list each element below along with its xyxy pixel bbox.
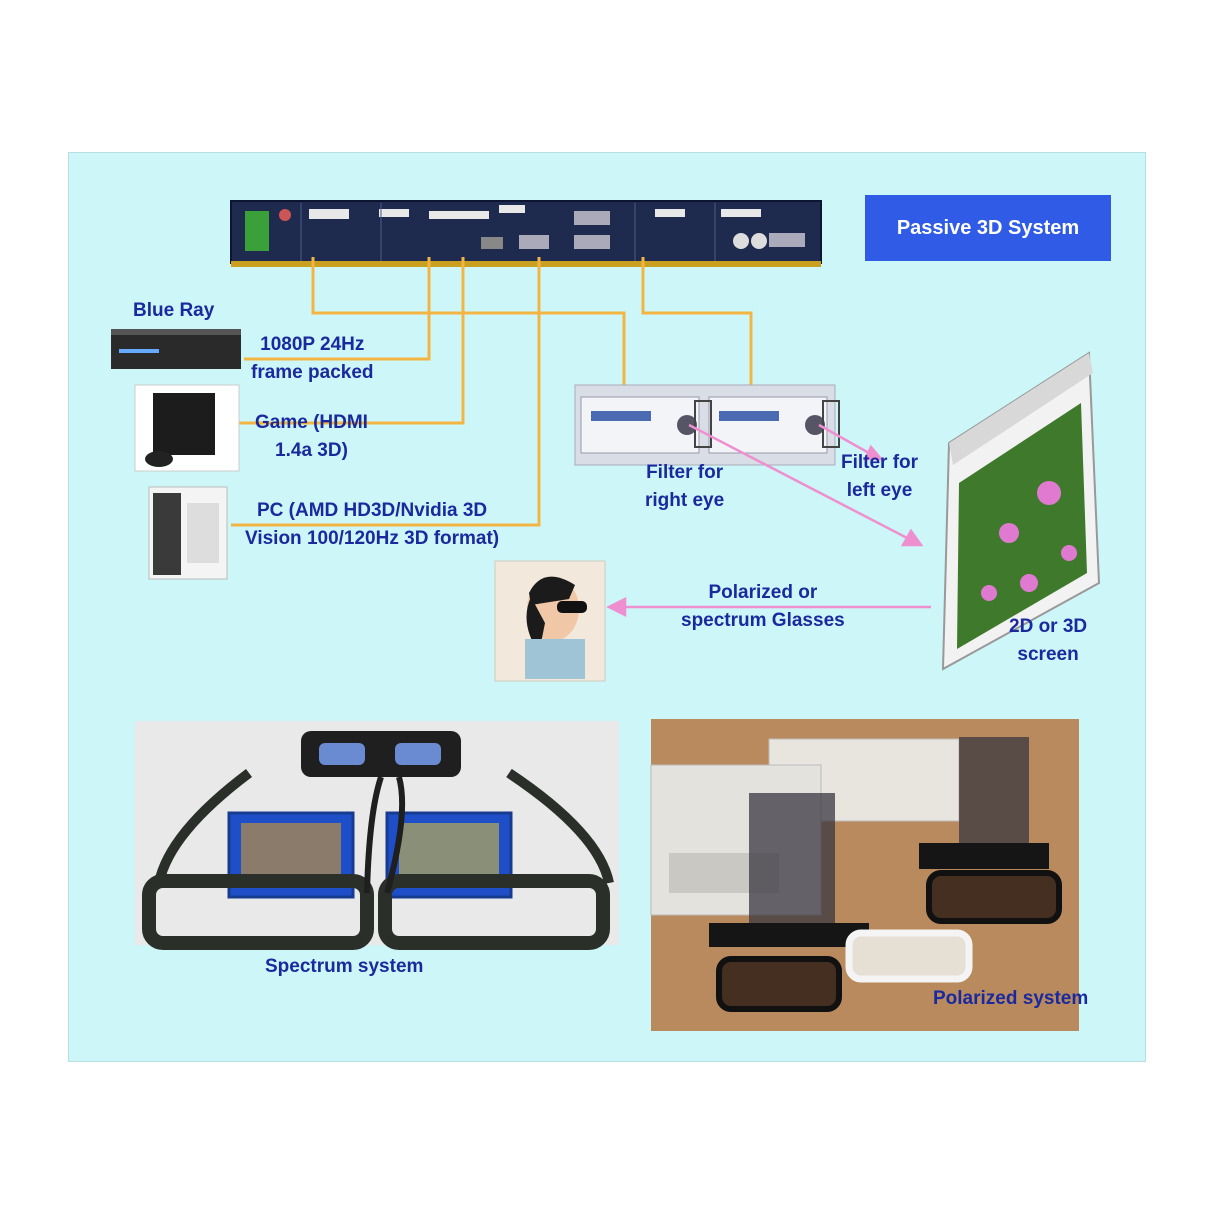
glasses-label: Polarized or spectrum Glasses (681, 582, 845, 631)
blue-ray-label: Blue Ray (133, 300, 215, 321)
pc-tower (148, 486, 228, 580)
diagram-title: Passive 3D System (896, 216, 1080, 239)
screen-label: 2D or 3D screen (1009, 616, 1088, 665)
projection-screen (941, 351, 1101, 671)
cable-lines (219, 257, 753, 527)
game-console (134, 384, 240, 472)
viewer-person (494, 560, 606, 682)
polarized-caption: Polarized system (933, 988, 1089, 1009)
diagram-graphics (111, 200, 1101, 1031)
blue-ray-player (111, 329, 241, 369)
pc-signal-label: PC (AMD HD3D/Nvidia 3D Vision 100/120Hz … (245, 500, 500, 549)
spectrum-caption: Spectrum system (265, 956, 424, 977)
polarized-system-photo (650, 719, 1079, 1031)
spectrum-system-photo (135, 721, 619, 950)
light-path-arrows (606, 423, 931, 618)
title-box: Passive 3D System (865, 195, 1111, 261)
left-eye-filter-label: Filter for left eye (841, 452, 919, 501)
video-processor-unit (230, 200, 822, 267)
blue-ray-signal-label: 1080P 24Hz frame packed (251, 334, 374, 383)
diagram-panel: Passive 3D System Blue Ray 1080P 24Hz fr… (68, 152, 1146, 1062)
game-signal-label: Game (HDMI 1.4a 3D) (255, 412, 368, 461)
projectors (574, 384, 840, 466)
right-eye-filter-label: Filter for right eye (645, 462, 725, 511)
